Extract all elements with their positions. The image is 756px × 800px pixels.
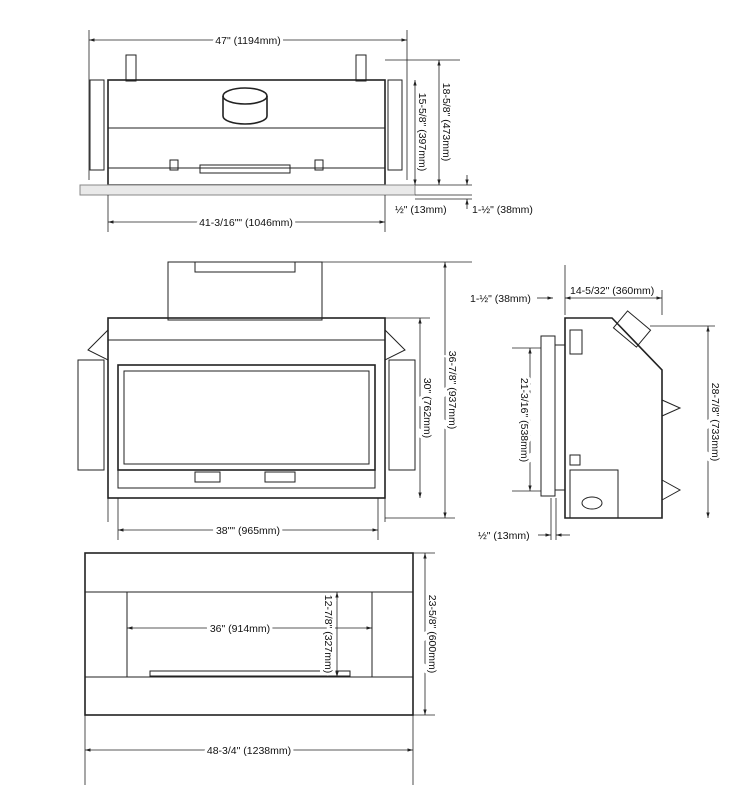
surround-height-label: 23-5/8" (600mm) [426,595,438,673]
surround-frame [84,552,414,716]
standoff-label: 1-½" (38mm) [470,293,531,305]
overall-height-label: 18-5/8" (473mm) [440,83,452,161]
firebox-side [564,317,663,519]
flue-collar [222,87,268,105]
bottom-offset-label: ½" (13mm) [478,530,530,542]
firebox-body [107,79,386,186]
depth-label: 14-5/32" (360mm) [570,285,654,297]
surround-view: 36" (914mm) 12-7/8" (327mm) 23-5/8" (600… [84,552,441,785]
top-flange [167,261,323,321]
side-view: 14-5/32" (360mm) 1-½" (38mm) 28-7/8" (73… [470,265,724,542]
inner-height-label: 12-7/8" (327mm) [322,595,334,673]
glass-frame [540,335,556,497]
body-width-label: 41-3/16"" (1046mm) [199,217,293,229]
side-overall-height-label: 28-7/8" (733mm) [709,383,721,461]
opening-width-label: 38"" (965mm) [216,525,280,537]
vent-post [125,54,137,82]
offset-large-label: 1-½" (38mm) [472,204,533,216]
inner-width-label: 36" (914mm) [210,623,270,635]
offset-small-label: ½" (13mm) [395,204,447,216]
opening-height-label: 30" (762mm) [421,378,433,438]
glass-height-label: 21-3/16" (538mm) [518,378,530,462]
burner-valve [569,469,619,519]
front-overall-height-label: 36-7/8" (937mm) [446,351,458,429]
firebox-front [107,317,386,499]
surround-width-label: 48-3/4" (1238mm) [207,745,291,757]
front-view: 38"" (965mm) 30" (762mm) 36-7/8" (937mm) [77,261,472,540]
base-plate [79,184,416,196]
overall-width-label: 47" (1194mm) [215,35,280,47]
body-height-label: 15-5/8" (397mm) [416,93,428,171]
top-view: 47" (1194mm) 41-3/16"" (1046mm) 18-5/8" … [79,30,533,232]
vent-post [355,54,367,82]
glass-opening [117,364,376,471]
